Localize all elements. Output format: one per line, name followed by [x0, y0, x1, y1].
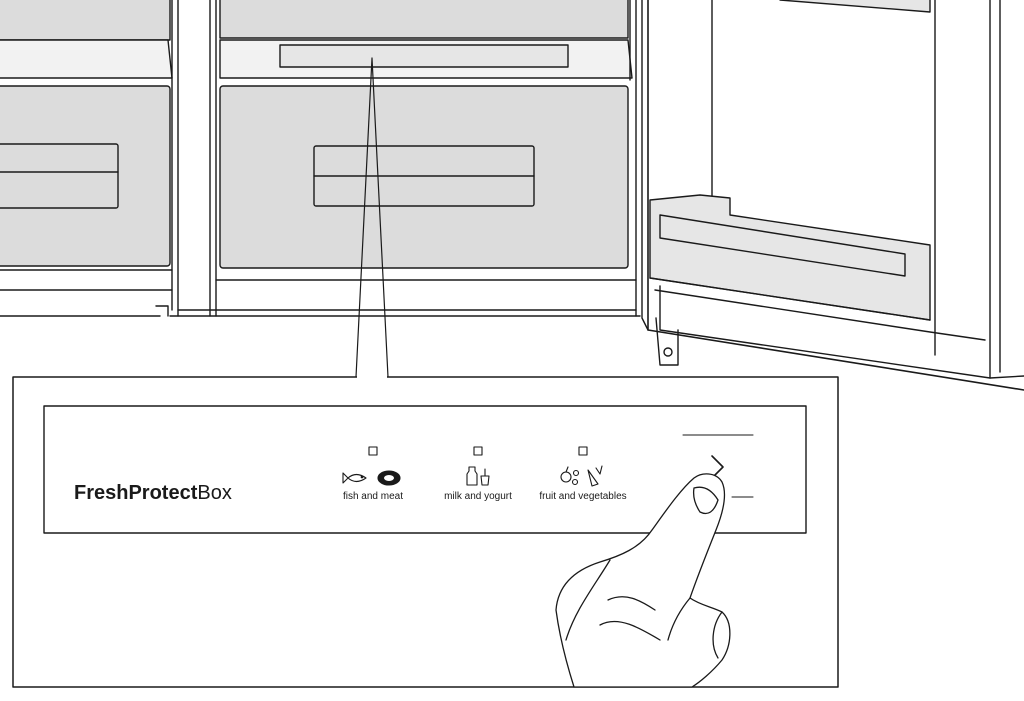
mode-milk-and-yogurt[interactable]: milk and yogurt	[444, 446, 512, 502]
chevron-right-icon[interactable]	[711, 455, 724, 479]
cabinet-divider	[169, 0, 641, 317]
mode-indicator-milk-and-yogurt	[473, 446, 483, 456]
brand-name: FreshProtectBox	[74, 482, 232, 504]
fruit-and-vegetables-icon	[560, 465, 603, 487]
door-hinge	[655, 317, 679, 366]
callout-pointer	[355, 57, 389, 378]
mode-label-fruit-and-vegetables: fruit and vegetables	[539, 491, 626, 502]
mode-label-fish-and-meat: fish and meat	[343, 491, 403, 502]
center-compartment	[215, 0, 637, 317]
mode-indicator-fruit-and-vegetables	[578, 446, 588, 456]
mode-fish-and-meat[interactable]: fish and meat	[342, 446, 403, 502]
fish-and-meat-icon	[342, 470, 401, 486]
freshprotect-drawer[interactable]	[219, 85, 629, 269]
left-drawer-handle[interactable]	[0, 143, 119, 209]
mode-fruit-and-vegetables[interactable]: fruit and vegetables	[539, 446, 627, 502]
left-drawer[interactable]	[0, 85, 171, 267]
brand-name-normal: Box	[197, 482, 231, 504]
mode-label-milk-and-yogurt: milk and yogurt	[444, 491, 512, 502]
brand-name-bold: FreshProtect	[74, 482, 198, 504]
hand-illustration	[555, 473, 731, 688]
milk-and-yogurt-icon	[466, 466, 490, 486]
control-panel-location	[279, 44, 569, 68]
left-compartment	[0, 0, 179, 317]
open-door	[641, 0, 1024, 391]
mode-indicator-fish-and-meat	[368, 446, 378, 456]
